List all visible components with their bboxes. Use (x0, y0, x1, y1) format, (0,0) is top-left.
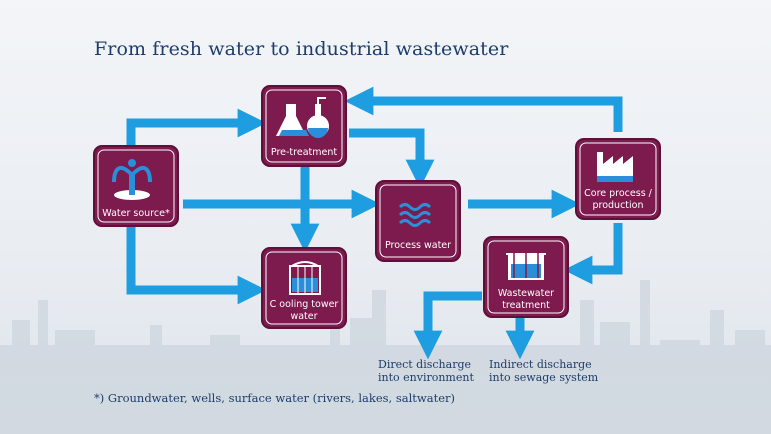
wastewater-label-2: treatment (502, 300, 550, 311)
water-waves-icon (398, 203, 432, 227)
node-pretreatment: Pre-treatment (261, 85, 347, 167)
arrow-core-to-wastewater (563, 223, 623, 285)
arrow-source-to-cooling (126, 227, 267, 305)
arrow-core-to-pretreatment (344, 86, 623, 132)
node-core-process: Core process / production (575, 138, 661, 220)
industrial-skyline-background (0, 280, 771, 434)
wastewater-label-1: Wastewater (498, 288, 554, 299)
cooling-tower-icon (289, 261, 321, 295)
treatment-tank-icon (506, 250, 546, 280)
indirect-discharge-label-1: Indirect discharge (489, 358, 592, 371)
node-cooling-tower: C ooling tower water (261, 247, 347, 329)
footnote: *) Groundwater, wells, surface water (ri… (94, 391, 456, 405)
core-process-label-1: Core process / (584, 188, 653, 199)
indirect-discharge-label-2: into sewage system (489, 371, 599, 384)
cooling-tower-label-1: C ooling tower (270, 299, 339, 310)
water-source-label: Water source* (102, 208, 170, 219)
node-water-source: Water source* (93, 145, 179, 227)
lab-flasks-icon (276, 97, 329, 138)
node-process-water: Process water (375, 180, 461, 262)
core-process-label-2: production (592, 200, 643, 211)
arrow-source-to-pretreatment (126, 108, 267, 148)
arrow-wastewater-to-direct (413, 291, 482, 360)
page-title: From fresh water to industrial wastewate… (94, 38, 509, 60)
fountain-icon (112, 159, 152, 200)
flow-arrows (126, 86, 623, 360)
process-water-label: Process water (385, 240, 451, 251)
cooling-tower-label-2: water (290, 311, 317, 322)
direct-discharge-label-2: into environment (378, 371, 474, 384)
pretreatment-label: Pre-treatment (271, 147, 337, 158)
direct-discharge-label-1: Direct discharge (378, 358, 471, 371)
arrow-pretreatment-to-process (349, 128, 435, 189)
node-wastewater-treatment: Wastewater treatment (483, 236, 569, 318)
factory-icon (597, 152, 633, 182)
